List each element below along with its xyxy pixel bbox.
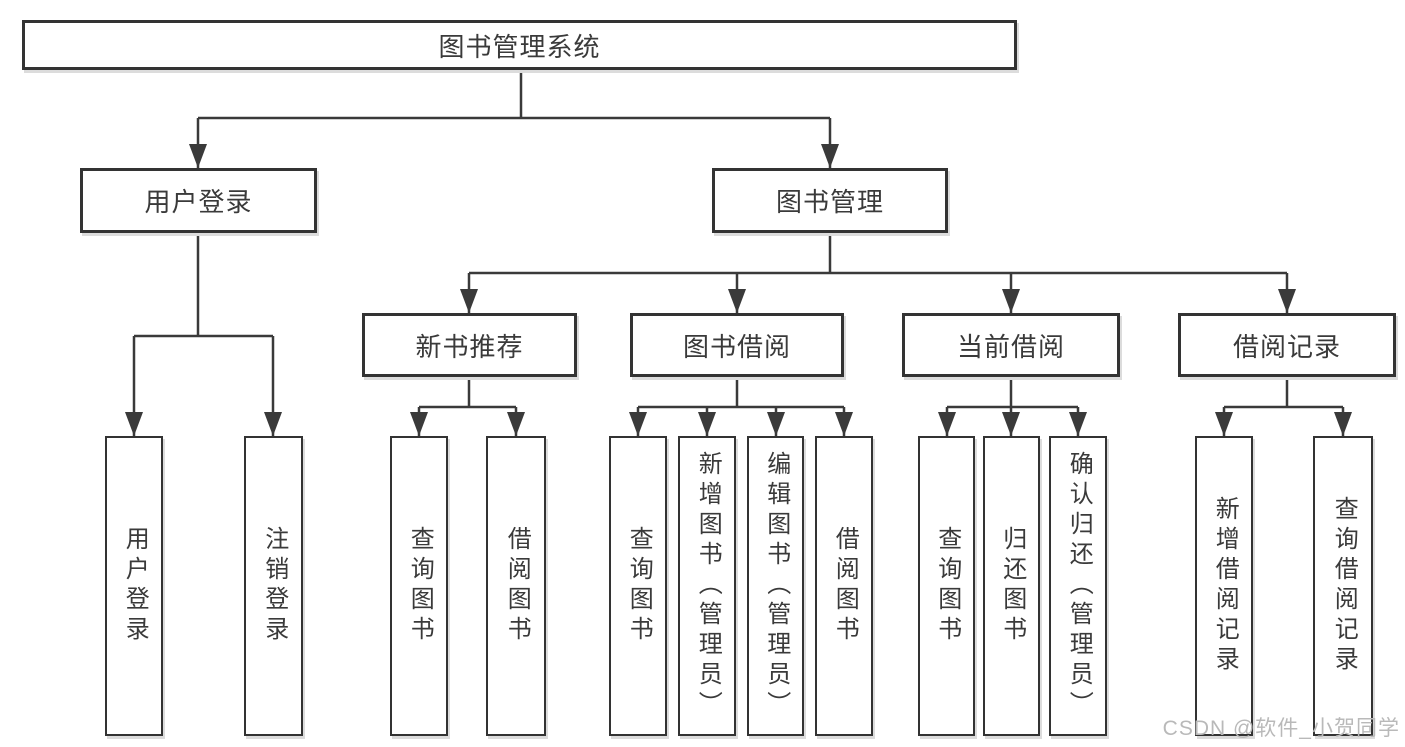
leaf-bb-borrow-books: 借阅图书 (815, 436, 873, 736)
leaf-logout: 注销登录 (244, 436, 303, 736)
leaf-bb-query-books-label: 查询图书 (625, 526, 653, 646)
leaf-cb-return-books-label: 归还图书 (998, 526, 1026, 646)
leaf-br-add-record: 新增借阅记录 (1195, 436, 1253, 736)
leaf-br-add-record-label: 新增借阅记录 (1211, 496, 1239, 676)
leaf-bb-add-books-label: 新增图书（管理员） (694, 451, 722, 721)
node-book-management-label: 图书管理 (775, 187, 884, 217)
node-book-management: 图书管理 (712, 168, 948, 233)
node-book-borrowing-label: 图书借阅 (682, 331, 791, 362)
leaf-nbr-query-books: 查询图书 (390, 436, 448, 736)
node-borrowing-records-label: 借阅记录 (1232, 331, 1341, 362)
leaf-br-query-record-label: 查询借阅记录 (1330, 496, 1358, 676)
leaf-bb-edit-books-label: 编辑图书（管理员） (762, 451, 790, 721)
leaf-bb-edit-books: 编辑图书（管理员） (747, 436, 804, 736)
leaf-cb-confirm-return-label: 确认归还（管理员） (1065, 451, 1093, 721)
leaf-cb-query-books: 查询图书 (918, 436, 975, 736)
leaf-nbr-borrow-books-label: 借阅图书 (503, 526, 531, 646)
leaf-bb-borrow-books-label: 借阅图书 (831, 526, 859, 646)
node-new-book-recommend-label: 新书推荐 (415, 331, 524, 362)
node-current-borrowing-label: 当前借阅 (956, 331, 1065, 362)
node-user-login-label: 用户登录 (144, 187, 253, 217)
watermark: CSDN @软件_小贺同学 (1162, 717, 1400, 740)
node-book-borrowing: 图书借阅 (630, 313, 844, 377)
leaf-cb-confirm-return: 确认归还（管理员） (1049, 436, 1107, 736)
leaf-nbr-borrow-books: 借阅图书 (486, 436, 546, 736)
leaf-br-query-record: 查询借阅记录 (1313, 436, 1373, 736)
leaf-bb-query-books: 查询图书 (609, 436, 667, 736)
leaf-nbr-query-books-label: 查询图书 (406, 526, 434, 646)
leaf-user-login-label: 用户登录 (121, 526, 149, 646)
arrowheads (125, 144, 1352, 436)
node-library-management-system: 图书管理系统 (22, 20, 1017, 70)
node-user-login: 用户登录 (80, 168, 317, 233)
node-library-management-system-label: 图书管理系统 (438, 31, 601, 62)
node-current-borrowing: 当前借阅 (902, 313, 1120, 377)
node-new-book-recommend: 新书推荐 (362, 313, 577, 377)
leaf-bb-add-books: 新增图书（管理员） (678, 436, 736, 736)
leaf-user-login: 用户登录 (105, 436, 163, 736)
leaf-cb-return-books: 归还图书 (983, 436, 1040, 736)
leaf-logout-label: 注销登录 (260, 526, 288, 646)
leaf-cb-query-books-label: 查询图书 (933, 526, 961, 646)
node-borrowing-records: 借阅记录 (1178, 313, 1396, 377)
